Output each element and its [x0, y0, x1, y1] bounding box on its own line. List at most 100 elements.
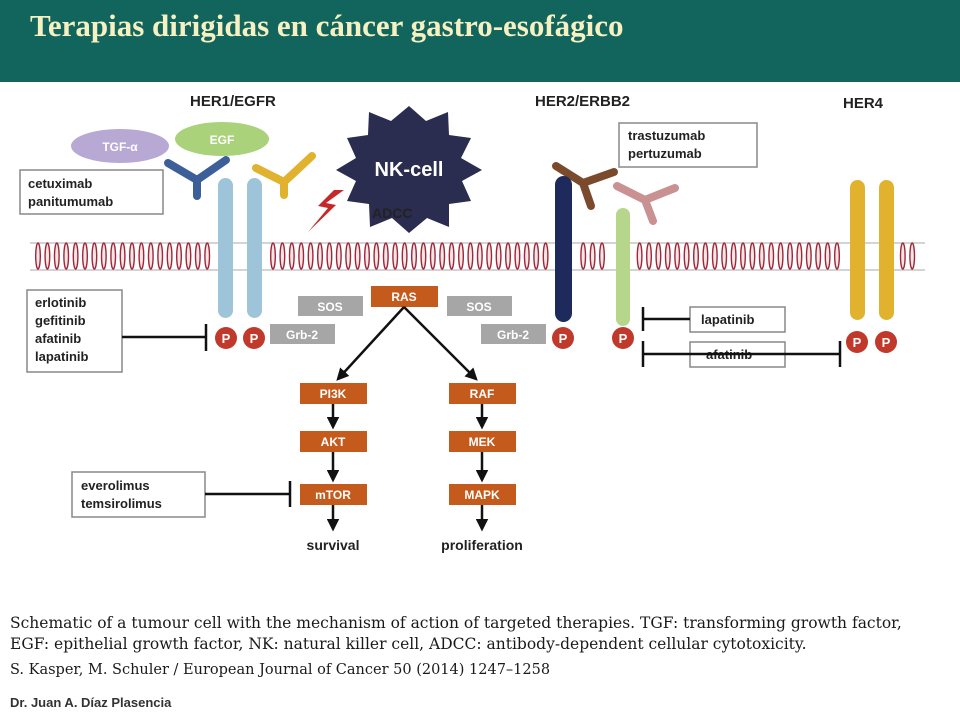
lipid-bilayer-unit — [467, 242, 474, 270]
grb2-adaptor-left: Grb-2 — [270, 324, 335, 344]
lipid-bilayer-unit — [730, 242, 737, 270]
drug-afatinib: afatinib — [35, 331, 81, 346]
lipid-bilayer-unit — [909, 242, 916, 270]
lipid-bilayer-unit — [815, 242, 822, 270]
lipid-bilayer-unit — [279, 242, 286, 270]
mapk-label: MAPK — [464, 488, 500, 502]
lipid-bilayer-unit — [580, 242, 587, 270]
lipid-bilayer-unit — [674, 242, 681, 270]
lipid-bilayer-unit — [110, 242, 117, 270]
lipid-bilayer-unit — [505, 242, 512, 270]
lipid-bilayer-unit — [476, 242, 483, 270]
lipid-bilayer-unit — [599, 242, 606, 270]
phospho-label: P — [250, 331, 259, 346]
phospho-site: P — [846, 331, 868, 353]
lipid-bilayer-unit — [787, 242, 794, 270]
lipid-bilayer-unit — [345, 242, 352, 270]
ras-node: RAS — [371, 286, 438, 307]
her4-label: HER4 — [843, 95, 884, 112]
slide-header: Terapias dirigidas en cáncer gastro-esof… — [0, 0, 960, 82]
lipid-bilayer-unit — [185, 242, 192, 270]
figure-caption: Schematic of a tumour cell with the mech… — [10, 614, 902, 653]
cell-membrane — [30, 242, 925, 271]
lipid-bilayer-unit — [147, 242, 154, 270]
drug-cetuximab: cetuximab — [28, 176, 92, 191]
her2-erbb2-label: HER2/ERBB2 — [535, 93, 630, 110]
lipid-bilayer-unit — [899, 242, 906, 270]
author-footer: Dr. Juan A. Díaz Plasencia — [10, 695, 172, 710]
lipid-bilayer-unit — [317, 242, 324, 270]
antibody-blue-icon — [164, 156, 230, 200]
lipid-bilayer-unit — [100, 242, 107, 270]
mtor-node: mTOR — [300, 484, 367, 505]
trastuzumab-pertuzumab-box: trastuzumab pertuzumab — [618, 122, 758, 168]
drug-lapatinib: lapatinib — [35, 349, 89, 364]
akt-label: AKT — [321, 435, 346, 449]
lipid-bilayer-unit — [702, 242, 709, 270]
drug-pertuzumab: pertuzumab — [628, 146, 702, 161]
lipid-bilayer-unit — [53, 242, 60, 270]
figure-citation: S. Kasper, M. Schuler / European Journal… — [10, 662, 551, 678]
lipid-bilayer-unit — [448, 242, 455, 270]
drug-everolimus: everolimus — [81, 478, 150, 493]
lipid-bilayer-unit — [335, 242, 342, 270]
lipid-bilayer-unit — [533, 242, 540, 270]
lipid-bilayer-unit — [589, 242, 596, 270]
lipid-bilayer-unit — [495, 242, 502, 270]
antibody-pink-icon — [613, 182, 679, 225]
tgf-alpha-label: TGF-α — [102, 140, 138, 154]
lipid-bilayer-unit — [796, 242, 803, 270]
mek-node: MEK — [449, 431, 516, 452]
adcc-label: ADCC — [372, 205, 412, 221]
lipid-bilayer-unit — [758, 242, 765, 270]
lipid-bilayer-unit — [805, 242, 812, 270]
lipid-bilayer-unit — [740, 242, 747, 270]
tgf-alpha-ligand: TGF-α — [71, 129, 169, 163]
mek-label: MEK — [469, 435, 496, 449]
lipid-bilayer-unit — [298, 242, 305, 270]
grb2-label-right: Grb-2 — [497, 328, 529, 342]
drug-gefitinib: gefitinib — [35, 313, 86, 328]
antibody-yellow-icon — [252, 152, 316, 199]
lipid-bilayer-unit — [307, 242, 314, 270]
lipid-bilayer-unit — [429, 242, 436, 270]
drug-trastuzumab: trastuzumab — [628, 128, 705, 143]
lipid-bilayer-unit — [514, 242, 521, 270]
phospho-label: P — [559, 331, 568, 346]
lipid-bilayer-unit — [44, 242, 51, 270]
lipid-bilayer-unit — [364, 242, 371, 270]
lipid-bilayer-unit — [749, 242, 756, 270]
lipid-bilayer-unit — [486, 242, 493, 270]
lipid-bilayer-unit — [35, 242, 42, 270]
lipid-bilayer-unit — [392, 242, 399, 270]
grb2-label-left: Grb-2 — [286, 328, 318, 342]
sos-label-left: SOS — [317, 300, 342, 314]
phospho-label: P — [882, 335, 891, 350]
lipid-bilayer-unit — [204, 242, 211, 270]
lipid-bilayer-unit — [138, 242, 145, 270]
lipid-bilayer-unit — [288, 242, 295, 270]
lipid-bilayer-unit — [655, 242, 662, 270]
her2-receptor — [555, 176, 572, 322]
lipid-bilayer-unit — [175, 242, 182, 270]
lipid-bilayer-unit — [63, 242, 70, 270]
ras-label: RAS — [391, 290, 416, 304]
nk-cell-icon: NK-cell — [336, 106, 482, 233]
raf-label: RAF — [470, 387, 495, 401]
lipid-bilayer-unit — [683, 242, 690, 270]
lipid-bilayer-unit — [326, 242, 333, 270]
mtor-inhibitor-box: everolimus temsirolimus — [71, 471, 206, 518]
lipid-bilayer-unit — [777, 242, 784, 270]
signaling-diagram: HER1/EGFR HER2/ERBB2 HER4 TGF-α EGF NK-c… — [19, 93, 925, 553]
pathway-arrows — [326, 306, 489, 532]
lipid-bilayer-unit — [119, 242, 126, 270]
drug-lapatinib-her2: lapatinib — [701, 312, 755, 327]
lipid-bilayer-unit — [664, 242, 671, 270]
lipid-bilayer-unit — [194, 242, 201, 270]
nk-cell-label: NK-cell — [375, 159, 444, 181]
tki-drug-box: erlotinib gefitinib afatinib lapatinib — [26, 289, 123, 373]
lipid-bilayer-unit — [270, 242, 277, 270]
slide-title: Terapias dirigidas en cáncer gastro-esof… — [30, 8, 624, 43]
lipid-bilayer-unit — [401, 242, 408, 270]
lipid-bilayer-unit — [542, 242, 549, 270]
